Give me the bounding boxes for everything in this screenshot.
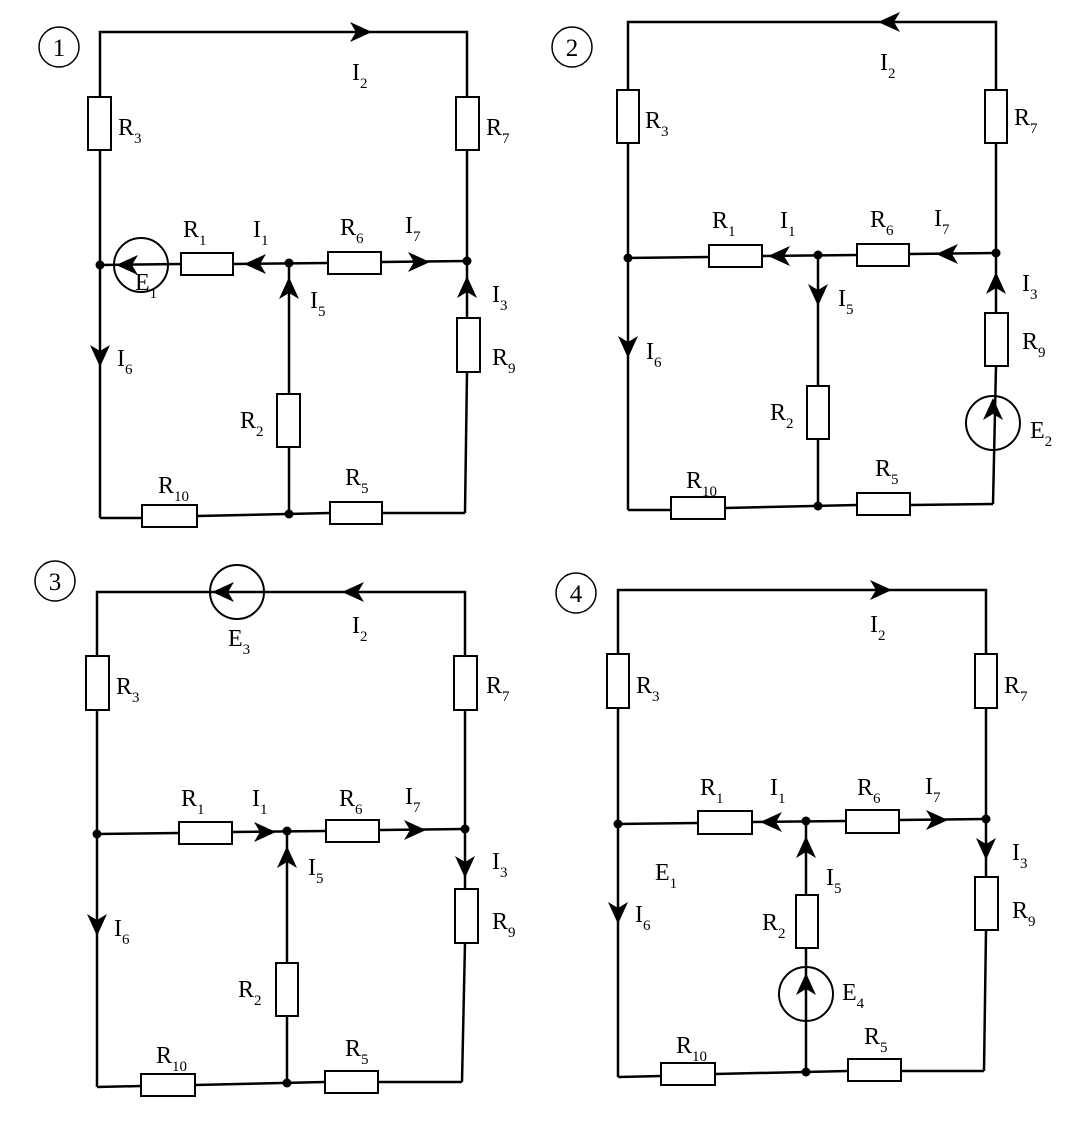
label-i1: I1 [770,775,786,807]
label-r1: R1 [183,217,207,249]
label-r2: R2 [238,977,262,1009]
label-r1: R1 [712,208,736,240]
label-i1: I1 [252,786,268,818]
label-r9: R9 [1022,329,1046,361]
circuit-1 [87,22,481,528]
label-r1: R1 [700,775,724,807]
label-e: E3 [228,626,250,658]
label-i6: I6 [117,346,133,378]
label-e: E4 [842,980,865,1012]
label-i6: I6 [114,916,130,948]
label-r9: R9 [492,345,516,377]
label-r2: R2 [762,910,786,942]
label-i3: I3 [1012,840,1028,872]
circuit-1-number-badge: 1 [38,26,80,68]
label-i1: I1 [253,217,269,249]
label-r9: R9 [1012,898,1036,930]
label-r6: R6 [857,775,881,807]
label-r2: R2 [240,408,264,440]
label-i5: I5 [310,288,326,320]
label-r3: R3 [118,115,142,147]
voltage-source-E [113,237,169,293]
label-r3: R3 [116,674,140,706]
label-i1: I1 [780,208,796,240]
label-r10: R10 [156,1043,187,1075]
label-r5: R5 [345,465,369,497]
circuit-2 [616,12,1021,520]
label-i2: I2 [352,613,368,645]
label-r10: R10 [158,473,189,505]
label-r1: R1 [181,786,205,818]
circuit-number: 1 [53,35,66,62]
label-r6: R6 [340,215,364,247]
label-e-extra: E1 [655,860,677,892]
voltage-source-E [209,564,265,620]
circuit-4-number-badge: 4 [555,572,597,614]
voltage-source-E [778,966,834,1022]
label-r5: R5 [875,456,899,488]
label-i7: I7 [405,784,421,816]
circuit-3-number-badge: 3 [34,560,76,602]
label-r6: R6 [339,786,363,818]
label-r3: R3 [636,673,660,705]
label-i2: I2 [352,60,368,92]
label-r7: R7 [1004,673,1028,705]
label-i5: I5 [838,286,854,318]
label-i6: I6 [646,339,662,371]
label-r2: R2 [770,400,794,432]
label-r5: R5 [864,1024,888,1056]
label-i2: I2 [870,612,886,644]
label-e: E2 [1030,418,1052,450]
circuit-2-number-badge: 2 [551,26,593,68]
label-i2: I2 [880,50,896,82]
label-r5: R5 [345,1036,369,1068]
label-e: E1 [135,270,157,302]
label-r10: R10 [686,468,717,500]
label-i7: I7 [934,206,950,238]
label-r9: R9 [492,909,516,941]
circuit-number: 4 [570,581,583,608]
label-i3: I3 [1022,271,1038,303]
label-r7: R7 [1014,105,1038,137]
circuit-number: 3 [49,569,62,596]
circuit-3 [85,564,479,1097]
label-i5: I5 [308,855,324,887]
label-r10: R10 [676,1033,707,1065]
label-i3: I3 [492,849,508,881]
circuit-4 [606,580,999,1086]
label-r7: R7 [486,673,510,705]
label-i6: I6 [635,902,651,934]
label-i3: I3 [492,282,508,314]
label-i7: I7 [405,213,421,245]
label-i5: I5 [826,865,842,897]
label-r7: R7 [486,115,510,147]
voltage-source-E [965,395,1021,451]
label-r3: R3 [645,108,669,140]
label-i7: I7 [925,774,941,806]
circuit-number: 2 [566,35,579,62]
label-r6: R6 [870,207,894,239]
